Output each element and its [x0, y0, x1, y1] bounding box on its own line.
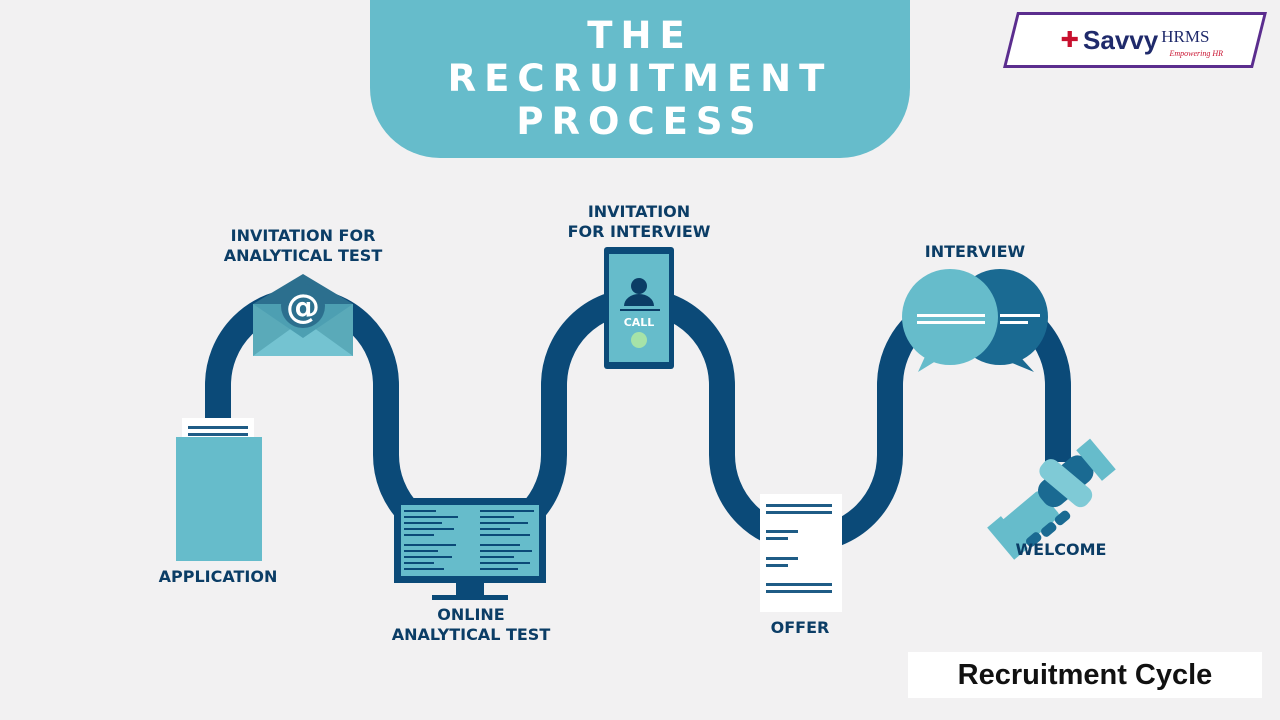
brand-tagline: Empowering HR — [1169, 49, 1223, 58]
page-title: THE RECRUITMENT PROCESS — [447, 13, 833, 143]
step-label-interview: INTERVIEW — [924, 242, 1026, 261]
email-at-symbol: @ — [286, 287, 320, 327]
step-label-application: APPLICATION — [158, 567, 278, 586]
email-envelope-icon: @ — [253, 274, 353, 356]
caption-text: Recruitment Cycle — [957, 658, 1213, 691]
handshake-icon — [987, 438, 1116, 560]
computer-monitor-icon — [394, 498, 546, 600]
step-label-offer: OFFER — [770, 618, 830, 637]
speech-bubbles-icon — [902, 269, 1048, 372]
step-label-online-analytical-test: ONLINE ANALYTICAL TEST — [391, 605, 551, 644]
call-label: CALL — [624, 316, 655, 329]
step-label-welcome: WELCOME — [1015, 540, 1107, 559]
phone-call-icon: CALL — [604, 247, 674, 369]
offer-letter-icon — [760, 494, 842, 612]
brand-suffix: HRMS — [1161, 27, 1210, 46]
brand-mark-icon: ✚ — [1060, 27, 1080, 53]
brand-logo-content: ✚ Savvy HRMS Empowering HR — [1013, 15, 1257, 65]
step-label-invitation-interview: INVITATION FOR INTERVIEW — [567, 202, 711, 241]
brand-name: Savvy — [1083, 24, 1159, 55]
document-folder-icon — [176, 418, 262, 561]
title-banner: THE RECRUITMENT PROCESS — [370, 0, 910, 158]
step-label-invitation-analytical-test: INVITATION FOR ANALYTICAL TEST — [223, 226, 383, 265]
brand-logo: ✚ Savvy HRMS Empowering HR — [1003, 12, 1267, 68]
caption-box: Recruitment Cycle — [908, 652, 1262, 698]
